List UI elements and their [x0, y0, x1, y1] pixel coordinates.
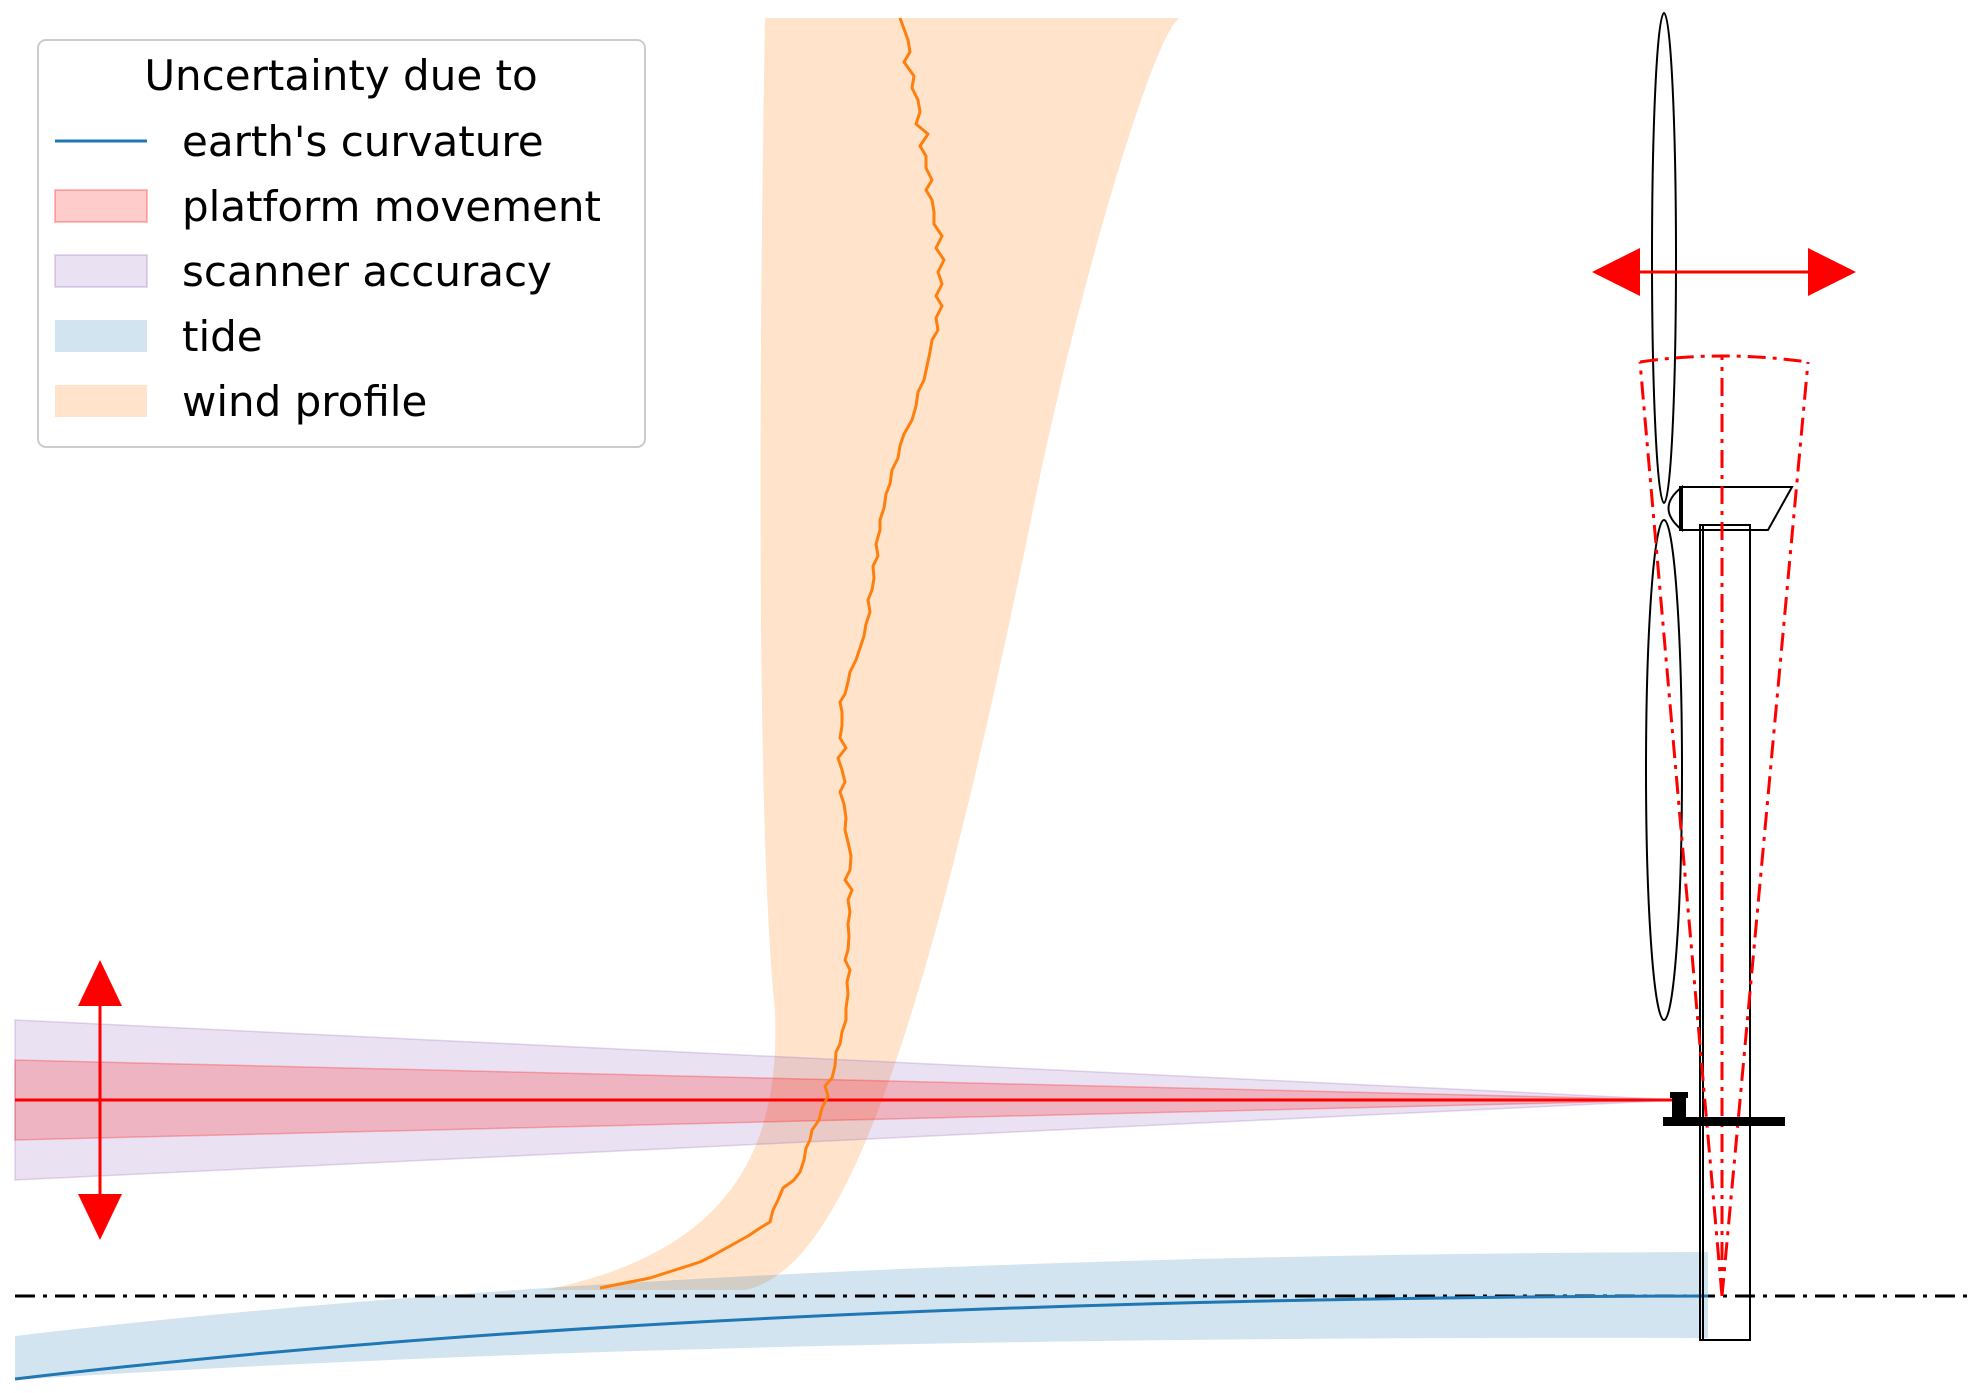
legend-swatch-scanner [54, 254, 148, 288]
wind-profile-band [545, 18, 1180, 1290]
legend-swatch-platform [54, 189, 148, 223]
legend-title: Uncertainty due to [144, 51, 537, 100]
turbine-blade-upper [1651, 12, 1677, 504]
legend-label-tide: tide [182, 312, 263, 361]
wind-profile-line [599, 17, 946, 1290]
tide-band [15, 1252, 1708, 1380]
lidar-scanner [1672, 1092, 1686, 1119]
turbine-tower [1699, 524, 1751, 1341]
legend-swatch-wind [55, 385, 147, 417]
turbine-tower-inner [1699, 524, 1704, 1341]
turbine-blade-lower [1645, 519, 1683, 1021]
legend-box [37, 39, 646, 448]
legend-label-wind: wind profile [182, 377, 427, 426]
turbine-hub [1667, 484, 1683, 533]
turbine-sway-cone [1638, 354, 1810, 1297]
lidar-platform [1663, 1092, 1785, 1126]
horizontal-platform-arrow [1592, 248, 1856, 296]
legend-label-curvature: earth's curvature [182, 117, 544, 166]
earth-curvature-line [14, 1294, 1709, 1381]
legend: Uncertainty due to earth's curvature pla… [37, 39, 646, 448]
legend-label-scanner: scanner accuracy [182, 247, 552, 296]
turbine-nacelle [1679, 486, 1794, 531]
platform-deck [1663, 1117, 1785, 1126]
vertical-platform-arrow [78, 960, 122, 1240]
legend-label-platform: platform movement [182, 182, 601, 231]
wind-turbine [1645, 12, 1794, 1341]
legend-swatch-tide [55, 320, 147, 352]
